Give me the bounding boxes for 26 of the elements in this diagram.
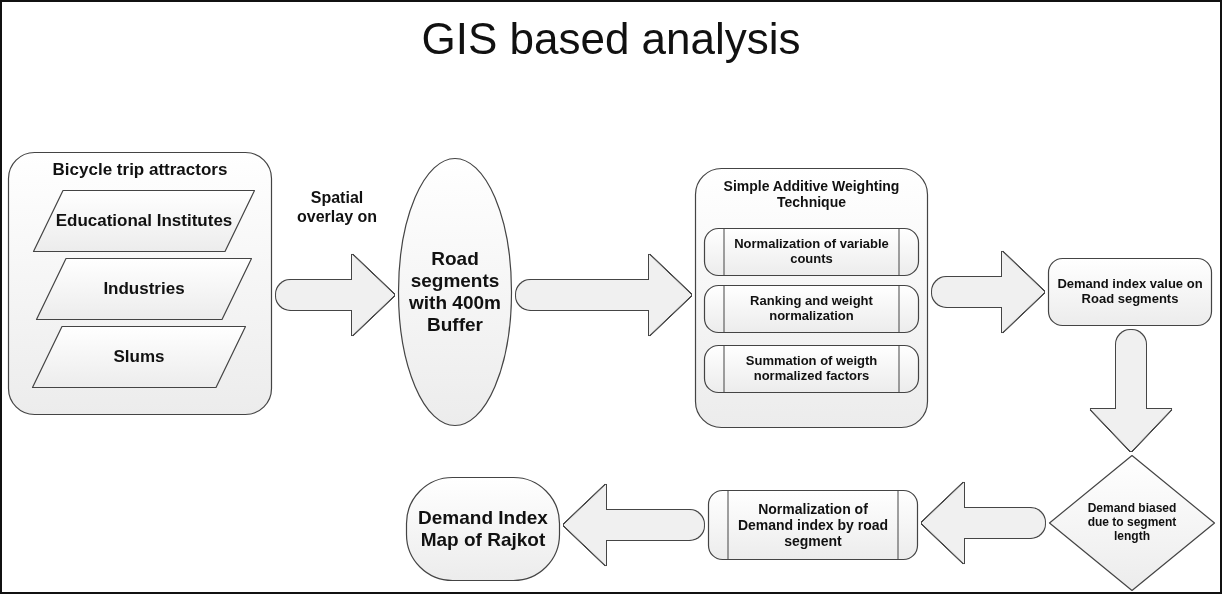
diagram-title: GIS based analysis: [420, 14, 802, 64]
decision-diamond: [1049, 455, 1215, 591]
shape-label: Demand index value on Road segments: [1056, 277, 1204, 307]
shape-label: Ranking and weight normalization: [749, 294, 874, 324]
shape-label: Industries: [103, 279, 185, 299]
group-heading: Simple Additive Weighting Technique: [722, 178, 901, 211]
rounded-box: [1048, 258, 1212, 326]
group-box: [695, 168, 928, 428]
group-box: [8, 152, 272, 415]
shape-label: Educational Institutes: [55, 211, 233, 231]
process-box: [708, 490, 918, 560]
group-heading: Bicycle trip attractors: [52, 160, 228, 180]
parallelogram-shape: [36, 258, 252, 320]
process-box: [704, 345, 919, 393]
shape-label: Demand biased due to segment length: [1086, 502, 1178, 544]
shape-label: Demand Index Map of Rajkot: [417, 507, 549, 551]
parallelogram-shape: [33, 190, 255, 252]
shape-label: Slums: [113, 347, 165, 367]
shape-label: Summation of weigth normalized factors: [744, 354, 879, 384]
shape-label: Road segments with 400m Buffer: [408, 248, 502, 336]
ellipse-shape: [398, 158, 512, 426]
process-box: [704, 228, 919, 276]
process-box: [704, 285, 919, 333]
shape-label: Normalization of variable counts: [733, 237, 890, 267]
parallelogram-shape: [32, 326, 246, 388]
shape-label: Normalization of Demand index by road segment: [736, 500, 890, 550]
